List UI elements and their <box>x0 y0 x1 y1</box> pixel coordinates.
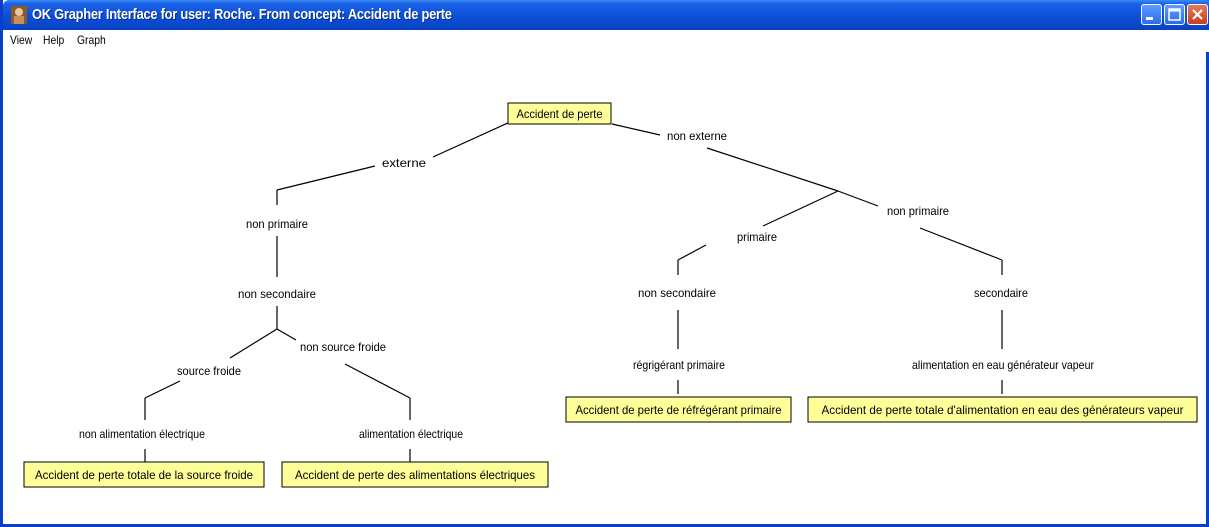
close-button[interactable] <box>1187 4 1208 25</box>
edge-junction-nonprimaire <box>837 190 879 207</box>
edge-nonexterne-junction <box>706 147 839 192</box>
minimize-button[interactable] <box>1141 4 1162 25</box>
edge-nonsourcefroide-alim <box>344 363 411 399</box>
edge-root-nonexterne <box>611 123 661 136</box>
root-node-label: Accident de perte <box>517 107 603 121</box>
label-right-non-primaire: non primaire <box>887 204 949 218</box>
menu-bar: View Help Graph <box>6 30 1209 52</box>
leaf-alimentations-label: Accident de perte des alimentations élec… <box>295 468 535 482</box>
graph-labels: externe non externe non primaire non sec… <box>79 129 1094 441</box>
edge-primaire-nonsecondaire <box>677 244 707 261</box>
menu-help[interactable]: Help <box>43 33 65 47</box>
label-right-non-secondaire: non secondaire <box>638 286 716 300</box>
leaf-node-alimentation-eau[interactable]: Accident de perte totale d'alimentation … <box>807 396 1198 423</box>
maximize-button[interactable] <box>1164 4 1185 25</box>
menu-graph[interactable]: Graph <box>77 33 106 47</box>
leaf-node-refrigerant[interactable]: Accident de perte de réfrégérant primair… <box>565 396 792 423</box>
label-alimentation-eau: alimentation en eau générateur vapeur <box>912 358 1094 372</box>
label-left-non-primaire: non primaire <box>246 217 308 231</box>
edge-sourcefroide-nonalim <box>144 380 181 399</box>
edge-split-sourcefroide <box>229 328 278 359</box>
leaf-node-source-froide[interactable]: Accident de perte totale de la source fr… <box>23 461 265 488</box>
label-non-alimentation-electrique: non alimentation électrique <box>79 427 205 441</box>
root-node[interactable]: Accident de perte <box>507 102 612 125</box>
label-non-externe: non externe <box>667 129 727 143</box>
window-title: OK Grapher Interface for user: Roche. Fr… <box>32 6 452 23</box>
title-bar[interactable]: OK Grapher Interface for user: Roche. Fr… <box>3 0 1209 30</box>
menu-view[interactable]: View <box>10 33 33 47</box>
graph-edges <box>144 121 1003 462</box>
label-alimentation-electrique: alimentation électrique <box>359 427 463 441</box>
label-non-source-froide: non source froide <box>300 340 386 354</box>
leaf-node-alimentations[interactable]: Accident de perte des alimentations élec… <box>281 461 549 488</box>
minimize-icon <box>1146 17 1153 20</box>
label-secondaire: secondaire <box>974 286 1028 300</box>
leaf-refrigerant-label: Accident de perte de réfrégérant primair… <box>576 403 782 417</box>
leaf-source-froide-label: Accident de perte totale de la source fr… <box>35 468 253 482</box>
label-source-froide: source froide <box>177 364 241 378</box>
maximize-icon <box>1168 8 1181 21</box>
label-regrigerant-primaire: régrigérant primaire <box>633 358 725 372</box>
close-icon <box>1192 9 1203 20</box>
leaf-alimentation-eau-label: Accident de perte totale d'alimentation … <box>822 403 1184 417</box>
edge-split-nonsourcefroide <box>276 328 297 341</box>
edge-root-externe <box>432 121 511 158</box>
edge-externe-nonprimaire <box>276 165 376 191</box>
label-primaire: primaire <box>737 230 777 244</box>
app-icon <box>11 6 27 24</box>
edge-junction-primaire <box>762 190 839 227</box>
label-left-non-secondaire: non secondaire <box>238 287 316 301</box>
label-externe: externe <box>382 156 426 170</box>
edge-nonprimaire-secondaire <box>919 227 1003 261</box>
